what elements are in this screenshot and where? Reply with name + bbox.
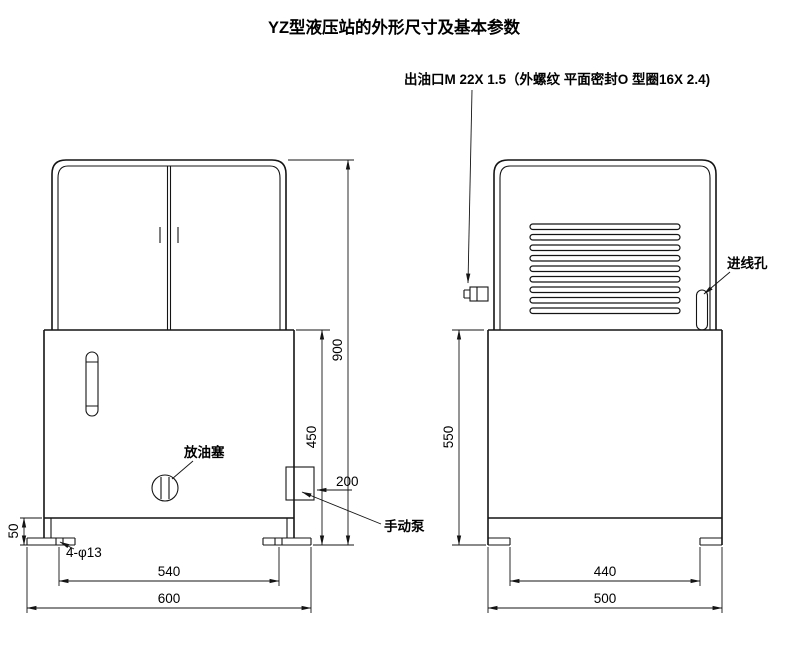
side-extension-lines [452,329,723,613]
oil-outlet-leader [466,89,473,284]
side-tank-outline [487,329,723,545]
hand-pump-leader [301,491,382,525]
drain-plug-leader [171,460,194,480]
vent-louver [529,254,681,262]
drain-plug-slot [160,477,170,499]
oil-outlet-fitting-detail [463,287,478,301]
cable-entry-label: 进线孔 [727,255,768,271]
vent-louver [529,233,681,241]
dim-overall-height-label: 900 [330,339,345,362]
vent-louver [529,265,681,273]
front-cabinet-outline [51,159,287,330]
page-title: YZ型液压站的外形尺寸及基本参数 [268,17,521,37]
front-cabinet-inner-line [57,165,281,330]
oil-outlet-callout: 出油口M 22X 1.5（外螺纹 平面密封O 型圈16X 2.4) [404,71,710,87]
vent-louver [529,307,681,315]
vent-louver [529,296,681,304]
dim-base-height-label: 50 [6,523,21,538]
side-cabinet-inner-line [499,165,711,330]
vent-louver [529,244,681,252]
cable-entry-hole [695,289,709,331]
front-tank-outline [43,329,295,538]
cable-entry-leader [703,271,731,295]
mounting-holes-leader [59,541,75,550]
mounting-holes-label: 4-φ13 [66,545,102,560]
vent-louver [529,275,681,283]
dim-tank-height-label: 450 [304,426,319,449]
front-view [20,159,382,613]
side-view [452,89,731,613]
drain-plug [151,474,179,502]
oil-level-gauge [85,351,99,417]
front-right-foot [262,537,312,546]
oil-level-gauge-ticks [86,361,98,407]
dim-pump-offset-label: 200 [336,474,359,489]
vent-louver [529,286,681,294]
door-split-lines [166,166,172,330]
side-cabinet-outline [493,159,717,330]
vent-louver [529,223,681,231]
front-left-foot [26,537,76,546]
dim-side-tank-height-label: 550 [441,426,456,449]
hand-pump [285,466,315,501]
front-leg-lines [50,518,288,538]
dim-hole-spacing-label: 540 [158,564,181,579]
dim-side-overall-depth-label: 500 [594,591,617,606]
door-handle-ticks [159,227,179,243]
hand-pump-label: 手动泵 [384,518,425,534]
oil-outlet-fitting [469,286,489,302]
drain-plug-label: 放油塞 [183,444,225,460]
dim-overall-width-label: 600 [158,591,181,606]
side-feet [488,537,722,546]
dim-side-hole-spacing-label: 440 [594,564,617,579]
